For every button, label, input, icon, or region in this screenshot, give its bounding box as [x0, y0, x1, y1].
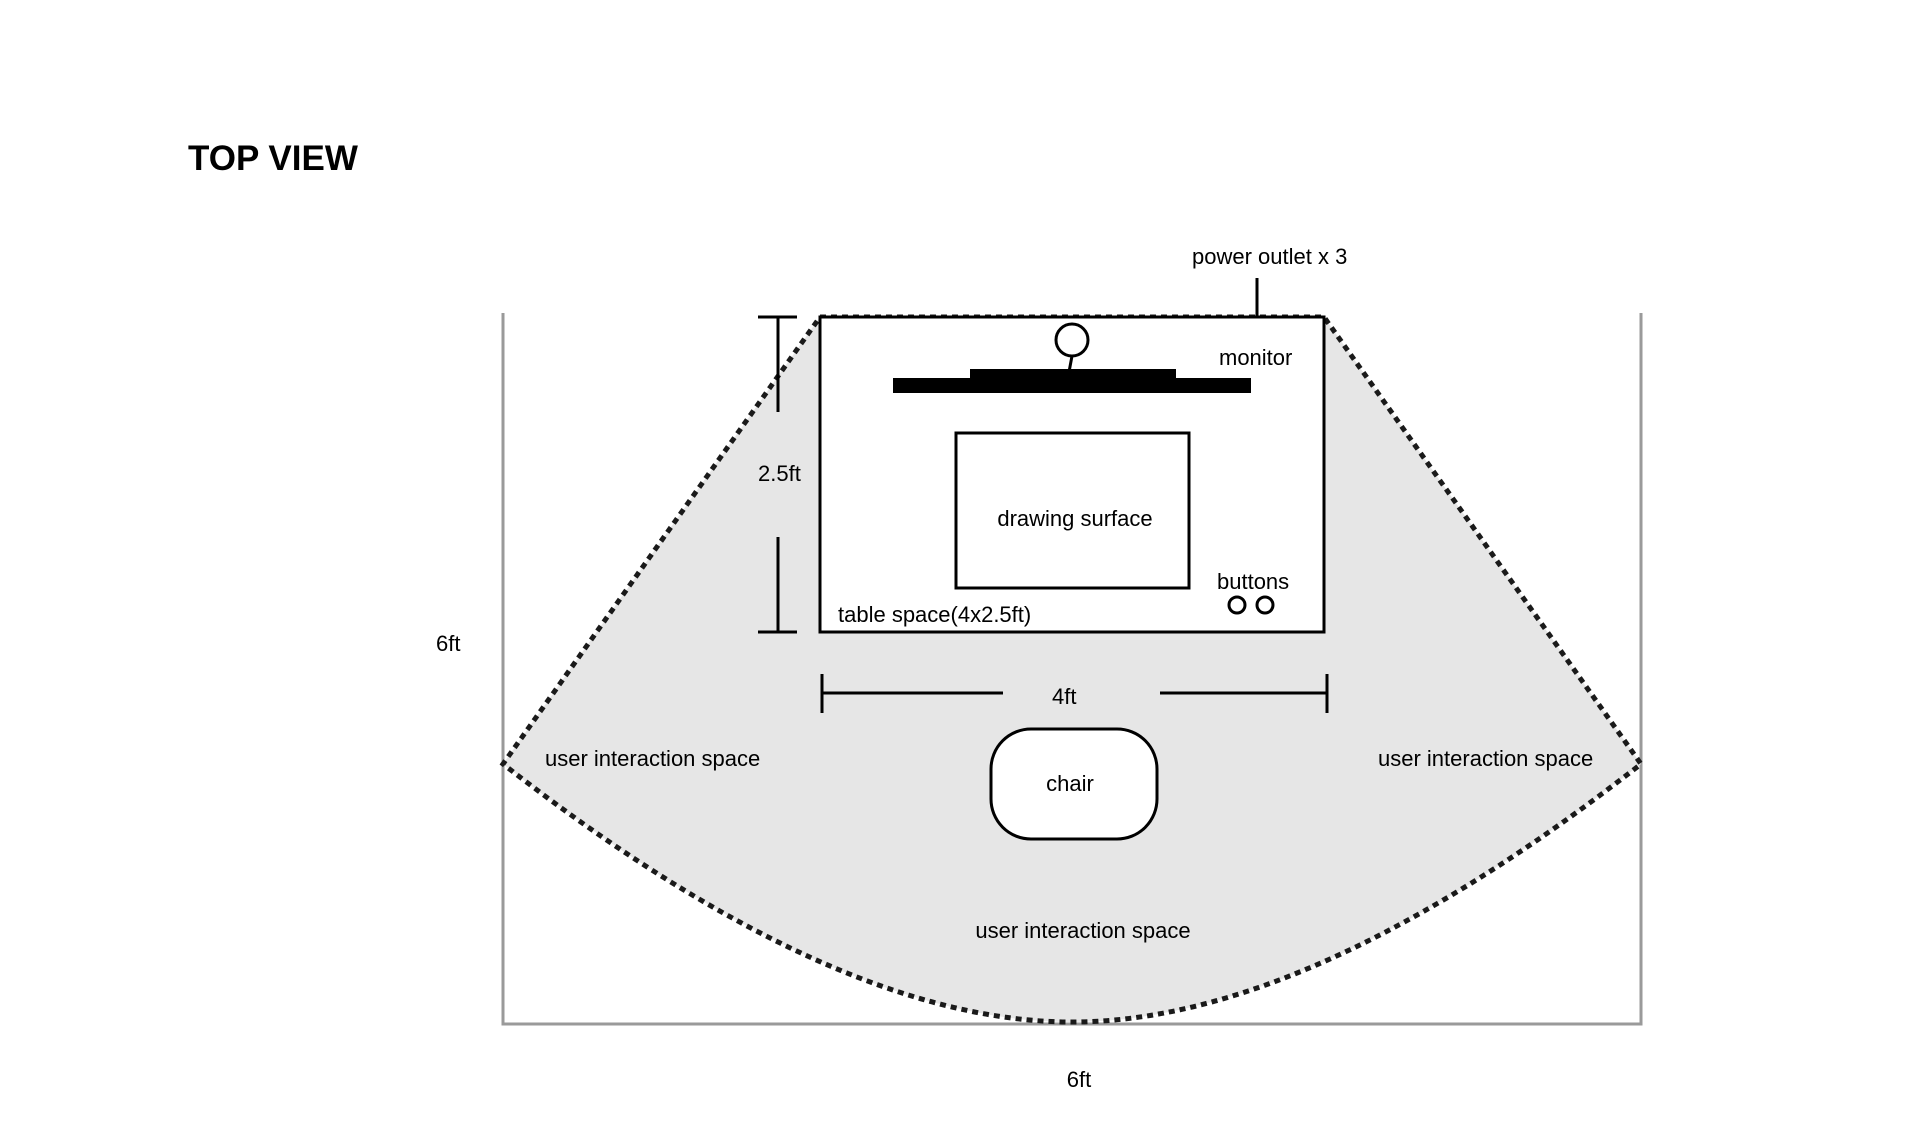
interaction-space-left-label: user interaction space: [545, 746, 760, 771]
monitor-icon: [893, 322, 1251, 393]
buttons-icon: [1227, 595, 1275, 615]
drawing-surface: [954, 431, 1191, 590]
page-title: TOP VIEW: [188, 139, 358, 178]
room-width-label: 6ft: [1067, 1067, 1091, 1092]
chair-label: chair: [1046, 771, 1094, 796]
table-depth-dimension: [758, 315, 797, 634]
drawing-surface-label: drawing surface: [997, 506, 1152, 531]
user-interaction-zone: [499, 314, 1645, 1025]
interaction-space-right-label: user interaction space: [1378, 746, 1593, 771]
chair: [989, 727, 1159, 841]
table-width-dimension: [820, 674, 1329, 713]
power-outlet-label: power outlet x 3: [1192, 244, 1347, 269]
table-width-label: 4ft: [1052, 684, 1076, 709]
room-height-label: 6ft: [436, 631, 460, 656]
table-space-label: table space(4x2.5ft): [838, 602, 1031, 627]
interaction-space-bottom-label: user interaction space: [975, 918, 1190, 943]
monitor-label: monitor: [1219, 345, 1292, 370]
buttons-label: buttons: [1217, 569, 1289, 594]
table-depth-label: 2.5ft: [758, 461, 801, 486]
